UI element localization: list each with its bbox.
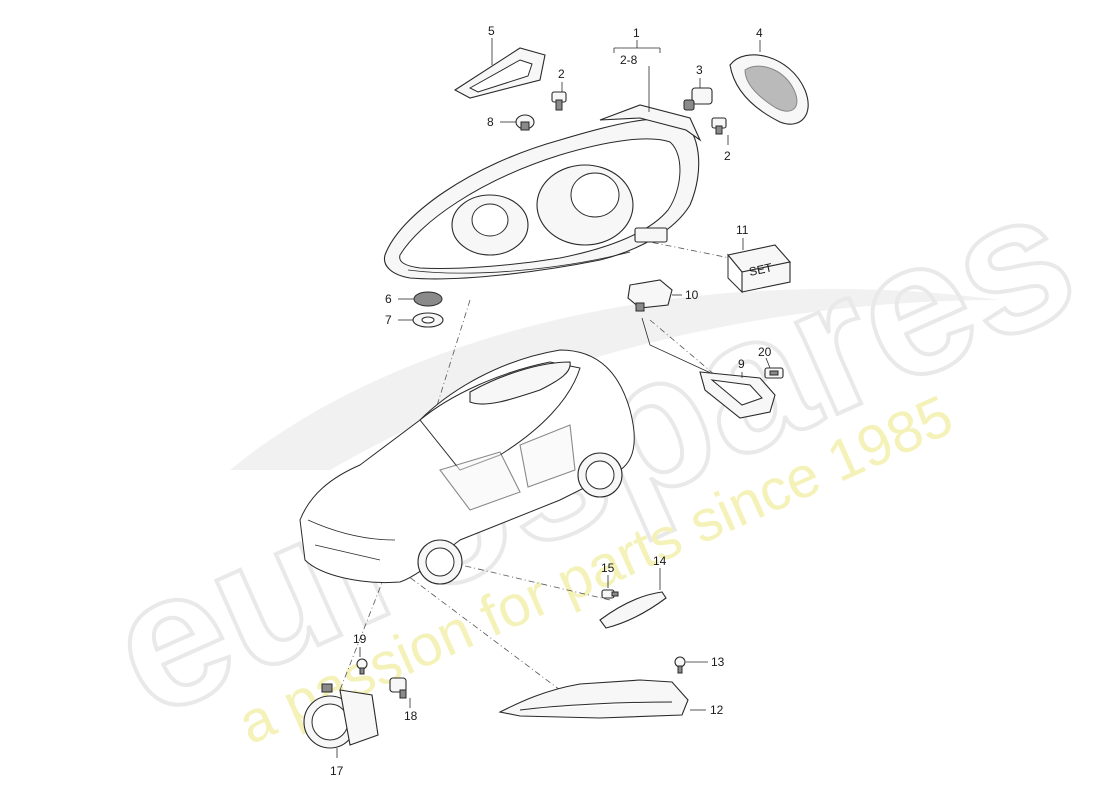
connector-part-20 xyxy=(764,367,784,379)
bracket-part-5 xyxy=(453,47,546,99)
bulb-part-18 xyxy=(389,677,407,699)
callout-19: 19 xyxy=(353,632,367,646)
callout-2a: 2 xyxy=(558,67,565,81)
callout-4: 4 xyxy=(756,26,763,40)
callout-7: 7 xyxy=(385,313,392,327)
callout-14: 14 xyxy=(653,554,667,568)
callout-12: 12 xyxy=(710,703,724,717)
watermark-swoosh xyxy=(230,288,1000,470)
bulb-part-3 xyxy=(683,87,713,111)
screw-part-2b xyxy=(711,117,727,135)
clip-part-8 xyxy=(515,114,535,131)
module-part-10 xyxy=(627,279,673,312)
callout-15: 15 xyxy=(601,561,615,575)
callout-2b: 2 xyxy=(724,149,731,163)
callout-1: 1 xyxy=(633,26,640,40)
callout-10: 10 xyxy=(685,288,699,302)
grommet-part-6 xyxy=(413,291,443,307)
callout-13: 13 xyxy=(711,655,725,669)
callout-9: 9 xyxy=(738,357,745,371)
headlamp-assembly xyxy=(383,104,702,280)
grille-cover-part-4 xyxy=(729,54,809,125)
callout-labels: 1 2-8 2 2 3 4 5 6 7 8 9 10 11 12 13 14 1… xyxy=(330,24,772,778)
bulb-part-15 xyxy=(601,589,619,599)
callout-6: 6 xyxy=(385,292,392,306)
callout-11: 11 xyxy=(736,223,749,237)
callout-leaders xyxy=(336,38,771,758)
callout-18: 18 xyxy=(404,709,418,723)
bracket-part-9 xyxy=(641,317,776,419)
side-marker-part-14 xyxy=(599,591,667,629)
set-box-label: SET xyxy=(748,260,774,279)
screw-part-19 xyxy=(356,658,368,675)
rear-light-part-12 xyxy=(498,679,689,719)
screw-part-2a xyxy=(551,91,567,111)
vehicle-outline xyxy=(299,349,635,585)
set-box-part-11: SET xyxy=(726,244,792,294)
callout-8: 8 xyxy=(487,115,494,129)
callout-17: 17 xyxy=(330,764,344,778)
washer-part-7 xyxy=(412,312,444,328)
fog-lamp-part-17 xyxy=(303,683,379,749)
callout-5: 5 xyxy=(488,24,495,38)
callout-3: 3 xyxy=(696,63,703,77)
screw-part-13 xyxy=(674,656,686,674)
callout-1-range: 2-8 xyxy=(620,53,638,67)
callout-20: 20 xyxy=(758,345,772,359)
